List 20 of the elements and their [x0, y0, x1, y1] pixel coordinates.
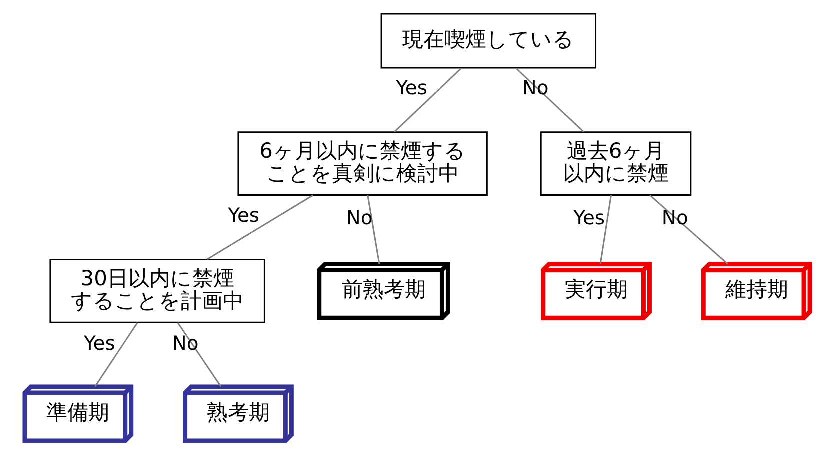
connector	[367, 195, 380, 264]
connector	[600, 195, 612, 264]
connector	[207, 194, 314, 260]
edge-label: No	[522, 76, 549, 100]
edge-label: Yes	[228, 204, 260, 228]
edge-label: Yes	[84, 332, 116, 355]
node-box: 現在喫煙している	[380, 13, 597, 69]
node-box: 6ヶ月以内に禁煙することを真剣に検討中	[238, 132, 488, 196]
connector	[394, 68, 462, 133]
connector	[94, 322, 138, 388]
edge-label: No	[172, 332, 199, 355]
connector	[177, 322, 222, 388]
edge-label: Yes	[574, 206, 606, 230]
node-box: 30日以内に禁煙することを計画中	[50, 258, 266, 324]
node-box: 過去6ヶ月以内に禁煙	[540, 132, 692, 196]
connector	[650, 194, 728, 265]
connector	[516, 68, 584, 133]
edge-label: Yes	[396, 76, 428, 100]
edge-label: No	[346, 206, 373, 230]
edge-label: No	[662, 206, 688, 230]
